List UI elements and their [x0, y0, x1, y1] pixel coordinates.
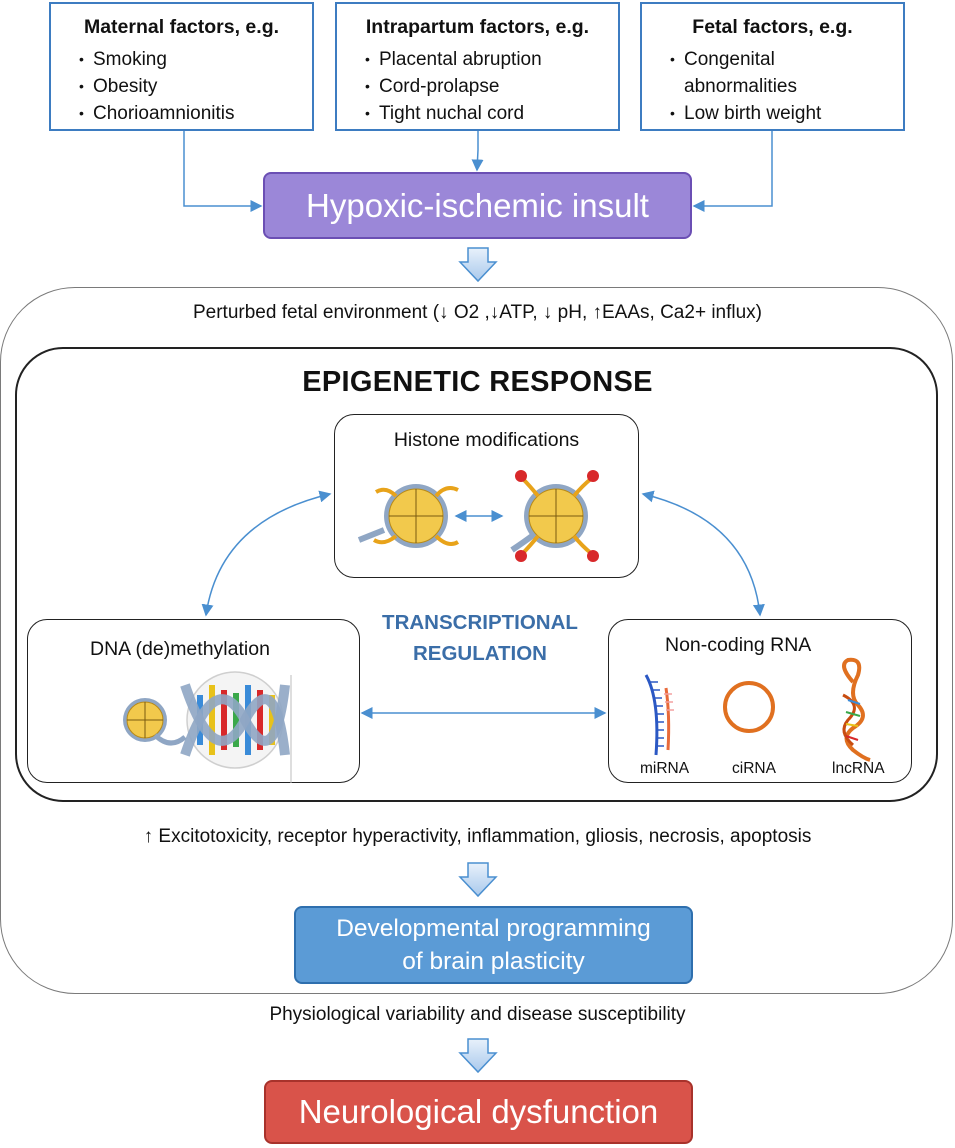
variability-text: Physiological variability and disease su… [269, 1004, 686, 1025]
regulation-line: REGULATION [412, 642, 547, 665]
dna-helix-illustration [123, 671, 292, 783]
down-arrow-icon [458, 862, 498, 898]
maternal-connector [183, 131, 263, 212]
neurological-dysfunction-box: Neurological dysfunction [264, 1080, 693, 1144]
mirna-label: miRNA [640, 760, 690, 777]
list-item: Obesity [79, 73, 235, 100]
list-item: Smoking [79, 46, 235, 73]
developmental-programming-box: Developmental programming of brain plast… [294, 906, 693, 984]
intrapartum-connector [471, 131, 484, 172]
list-item: Low birth weight [670, 100, 890, 127]
developmental-line-1: Developmental programming [336, 915, 651, 942]
intrapartum-factors-list: Placental abruption Cord-prolapse Tight … [365, 46, 542, 127]
hypoxic-ischemic-insult-box: Hypoxic-ischemic insult [263, 172, 692, 239]
cirna-icon [723, 681, 775, 733]
histone-ncrna-arrow [641, 490, 765, 617]
maternal-factors-title: Maternal factors, e.g. [83, 16, 280, 38]
fetal-factors-box: Fetal factors, e.g. Congenital abnormali… [640, 2, 905, 131]
intrapartum-factors-box: Intrapartum factors, e.g. Placental abru… [335, 2, 620, 131]
histone-modifications-title: Histone modifications [393, 429, 580, 451]
dna-methylation-title: DNA (de)methylation [90, 638, 270, 660]
lncrna-label: lncRNA [832, 760, 885, 777]
fetal-factors-title: Fetal factors, e.g. [692, 16, 853, 38]
transcriptional-line: TRANSCRIPTIONAL [382, 611, 578, 634]
list-item: Tight nuchal cord [365, 100, 542, 127]
dna-methylation-box: DNA (de)methylation [27, 619, 360, 783]
nucleosome-icon [357, 484, 460, 548]
cirna-label: ciRNA [732, 760, 776, 777]
transcriptional-regulation-label: TRANSCRIPTIONAL REGULATION [330, 607, 630, 669]
histone-dna-arrow [201, 490, 332, 617]
effects-text: ↑ Excitotoxicity, receptor hyperactivity… [143, 826, 812, 847]
modified-nucleosome-icon [510, 470, 599, 562]
lncrna-icon [842, 657, 871, 762]
down-arrow-icon [458, 247, 498, 283]
ncrna-illustration [644, 657, 871, 762]
down-arrow-icon [458, 1038, 498, 1074]
list-item: Chorioamnionitis [79, 100, 235, 127]
intrapartum-factors-title: Intrapartum factors, e.g. [365, 16, 590, 38]
maternal-factors-box: Maternal factors, e.g. Smoking Obesity C… [49, 2, 314, 131]
developmental-line-2: of brain plasticity [402, 948, 585, 975]
list-item: Cord-prolapse [365, 73, 542, 100]
maternal-factors-list: Smoking Obesity Chorioamnionitis [79, 46, 235, 127]
fetal-factors-list: Congenital abnormalities Low birth weigh… [670, 46, 890, 127]
perturbed-environment-text: Perturbed fetal environment (↓ O2 ,↓ATP,… [192, 302, 763, 323]
list-item: Congenital abnormalities [670, 46, 834, 100]
dna-helix-icon [123, 671, 292, 783]
nucleosome-illustration [357, 470, 599, 562]
fetal-connector [692, 131, 773, 212]
list-item: Placental abruption [365, 46, 542, 73]
non-coding-rna-title: Non-coding RNA [665, 634, 812, 656]
mirna-icon [644, 674, 674, 756]
epigenetic-response-title: EPIGENETIC RESPONSE [302, 366, 653, 398]
